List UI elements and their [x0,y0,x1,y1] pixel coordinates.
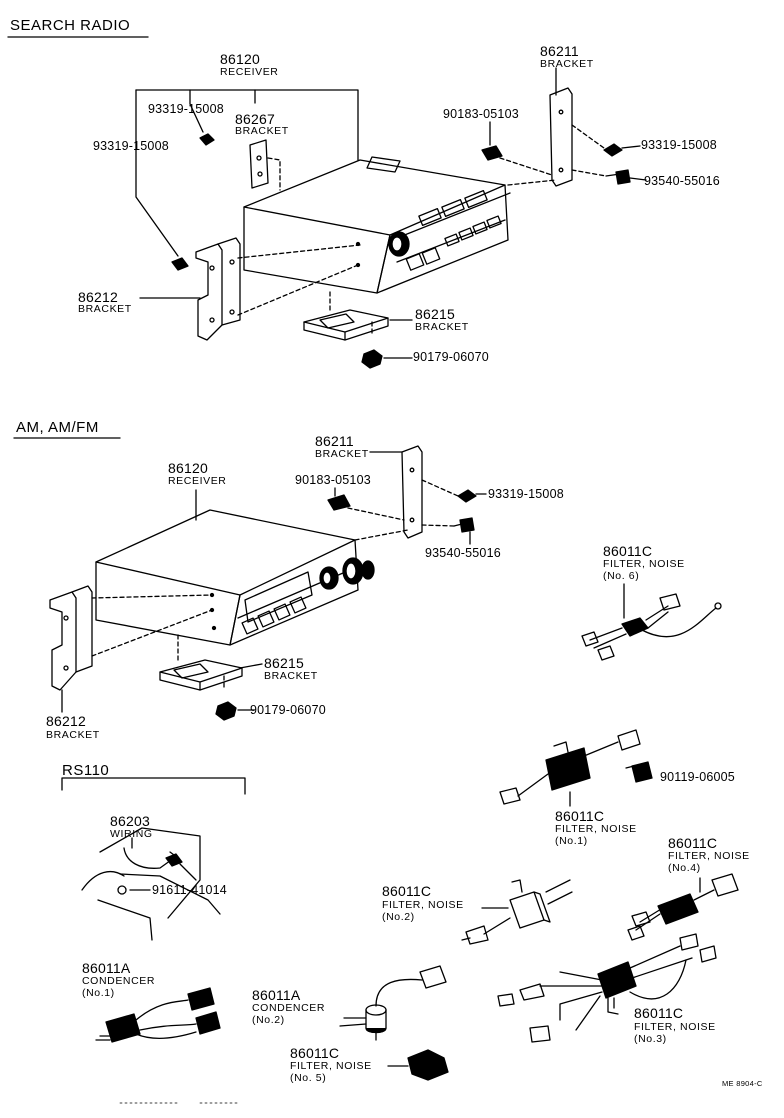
label-86212-a-name: BRACKET [78,303,132,315]
label-86120-b-name: RECEIVER [168,475,227,487]
label-86011c-3: 86011C [634,1005,684,1021]
amfm-receiver [95,509,375,646]
label-86212-b: 86212 [46,713,86,729]
label-86215-b-name: BRACKET [264,670,318,682]
label-86011c-2: 86011C [382,883,432,899]
noise-filter-no3 [497,933,717,1043]
label-86011a-2-name: CONDENCER [252,1002,326,1014]
label-86011c-6: 86011C [603,543,653,559]
clip-90183-a [481,145,503,161]
label-86211-a: 86211 [540,43,579,59]
label-86203: 86203 [110,813,150,829]
label-86011c-2-name: FILTER, NOISE [382,899,464,911]
label-86011c-1: 86011C [555,808,605,824]
label-86011a-2: 86011A [252,987,301,1003]
label-86011a-1: 86011A [82,960,131,976]
screw-93319-b [457,489,477,503]
label-86011c-5-name: FILTER, NOISE [290,1060,372,1072]
section-title-rs110: RS110 [62,762,110,779]
label-91611: 91611-41014 [152,883,227,897]
label-90183-a: 90183-05103 [443,107,519,121]
screw-93540-right [605,169,631,185]
condenser-no2 [339,965,447,1041]
section-title-search-radio: SEARCH RADIO [10,17,131,34]
label-86011c-1-sub: (No.1) [555,835,588,847]
label-93319-a3: 93319-15008 [641,138,717,152]
noise-filter-no4 [627,873,739,941]
bracket-86211-a [549,87,573,187]
leader-86120 [135,89,359,161]
screw-91611 [165,853,183,867]
label-86120-b: 86120 [168,460,208,476]
label-86267: 86267 [235,111,275,127]
label-86011c-5-sub: (No. 5) [290,1072,327,1084]
label-86011c-2-sub: (No.2) [382,911,415,923]
label-86267-name: BRACKET [235,125,289,137]
figure-code: ME 8904-C [722,1079,763,1088]
label-86011c-3-sub: (No.3) [634,1033,667,1045]
noise-filter-no2 [461,879,573,945]
label-90179-b: 90179-06070 [250,703,326,717]
label-86011c-1-name: FILTER, NOISE [555,823,637,835]
label-86011c-6-sub: (No. 6) [603,570,640,582]
bracket-86212-b [49,585,93,691]
label-86211-b-name: BRACKET [315,448,369,460]
nut-90179-b [215,701,237,721]
label-86211-a-name: BRACKET [540,58,594,70]
label-86215-b: 86215 [264,655,304,671]
label-86011c-4-sub: (No.4) [668,862,701,874]
screw-93540-b [453,517,475,533]
label-86011c-3-name: FILTER, NOISE [634,1021,716,1033]
label-86011c-4-name: FILTER, NOISE [668,850,750,862]
noise-filter-no5 [387,1049,449,1081]
leader-86215-b [239,663,263,669]
leader-93319 [135,89,179,257]
label-90119: 90119-06005 [660,770,735,784]
label-86212-a: 86212 [78,289,118,305]
label-93319-a2: 93319-15008 [93,139,169,153]
label-86011c-4: 86011C [668,835,718,851]
label-86011a-1-name: CONDENCER [82,975,156,987]
label-86215-a-name: BRACKET [415,321,469,333]
label-86011a-2-sub: (No.2) [252,1014,285,1026]
label-93319-b: 93319-15008 [488,487,564,501]
label-86011c-6-name: FILTER, NOISE [603,558,685,570]
label-86211-b: 86211 [315,433,354,449]
clip-90183-b [327,494,351,511]
label-86215-a: 86215 [415,306,455,322]
screw-90119 [625,761,653,783]
label-93319-a1: 93319-15008 [148,102,224,116]
label-86120-a: 86120 [220,51,260,67]
rs110-body-panel [81,827,221,941]
label-90183-b: 90183-05103 [295,473,371,487]
noise-filter-no6 [581,583,722,661]
label-86120-a-name: RECEIVER [220,66,279,78]
label-86011a-1-sub: (No.1) [82,987,115,999]
label-86203-name: WIRING [110,828,153,840]
label-93540-b: 93540-55016 [425,546,501,560]
search-radio-receiver [243,156,511,294]
rs110-bracket-line [61,777,246,795]
section-title-am-amfm: AM, AM/FM [16,419,99,436]
label-90179-a: 90179-06070 [413,350,489,364]
bracket-86267 [249,139,269,189]
noise-filter-no1 [499,729,641,807]
screw-93319-right [603,143,623,157]
label-86011c-5: 86011C [290,1045,340,1061]
screw-93319-top [199,133,215,146]
label-86212-b-name: BRACKET [46,729,100,741]
bracket-86211-b [401,445,423,539]
label-93540-a: 93540-55016 [644,174,720,188]
nut-90179-a [361,349,383,369]
leader-93319b [189,89,204,133]
bracket-86212-a [195,237,241,341]
bracket-86215-b [159,659,243,691]
screw-93319-left [171,257,189,271]
condenser-no1 [95,987,221,1043]
bracket-86215-a [303,309,389,341]
